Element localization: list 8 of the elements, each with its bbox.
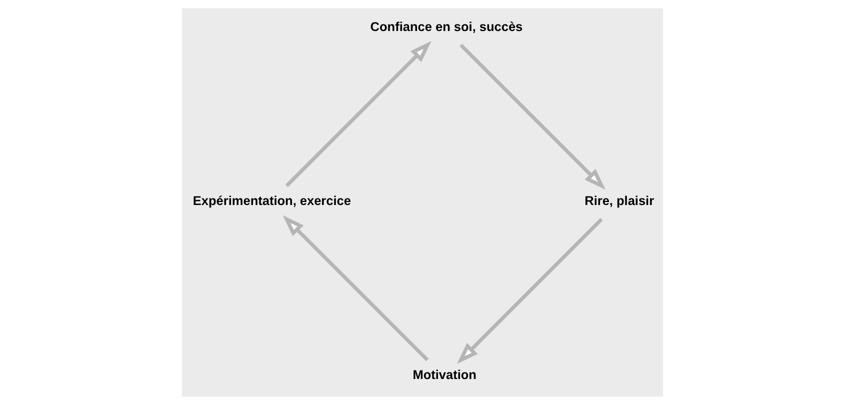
node-text: Motivation — [412, 367, 476, 382]
node-text: Expérimentation, exercice — [192, 192, 351, 208]
node-text: Rire, plaisir — [584, 192, 654, 208]
arrow — [456, 218, 603, 364]
node-text: Confiance en soi, succès — [370, 18, 523, 34]
arrow — [285, 41, 432, 188]
arrow — [282, 215, 429, 362]
arrow — [460, 44, 606, 190]
